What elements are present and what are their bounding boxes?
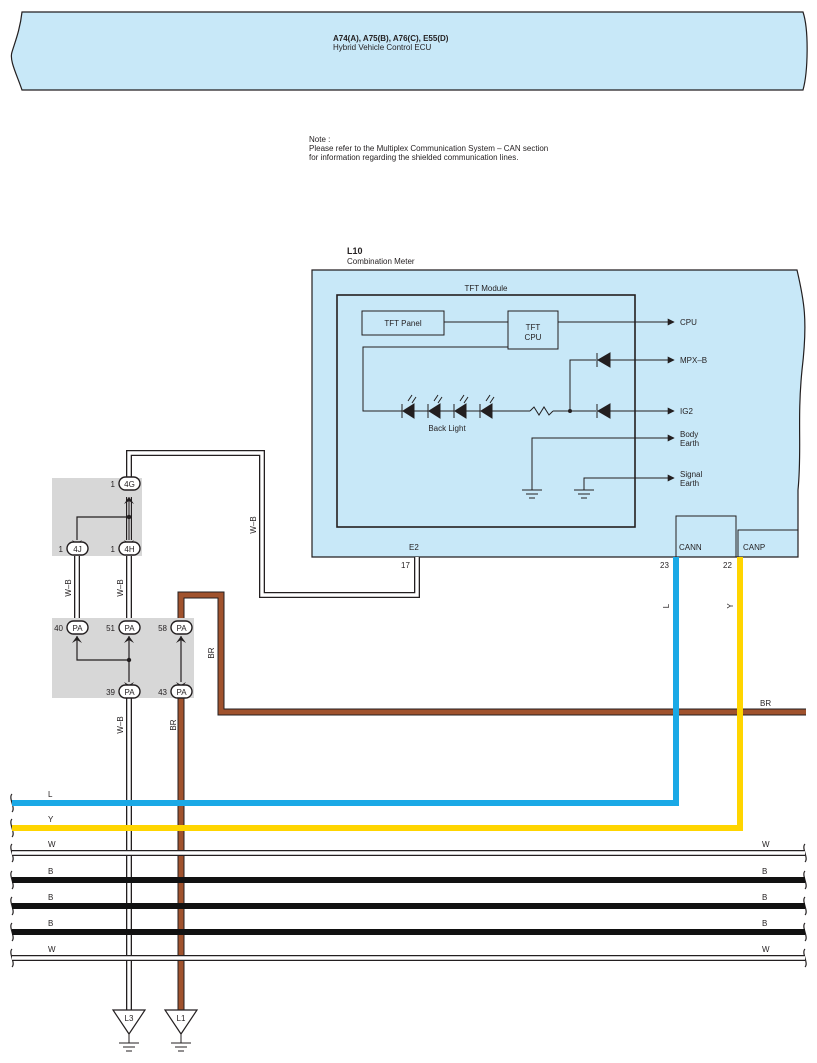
bus-left-label: B: [48, 867, 53, 876]
connector-4j: [66, 541, 89, 556]
bus-right-label: W: [762, 840, 770, 849]
ecu-codes: A74(A), A75(B), A76(C), E55(D): [333, 34, 449, 43]
connector-pa-51-id: PA: [124, 624, 135, 633]
connector-4j-id: 4J: [73, 545, 81, 554]
e2-pin: 17: [401, 561, 410, 570]
connector-4h: [118, 541, 141, 556]
wire-label-br-right: BR: [760, 699, 771, 708]
tft-cpu-box: [507, 310, 559, 350]
cann-terminal-label: CANN: [679, 543, 702, 552]
note-line-2: for information regarding the shielded c…: [309, 153, 518, 162]
led-icon: [401, 394, 495, 419]
bus-right-label: B: [762, 867, 767, 876]
backlight-label: Back Light: [428, 424, 466, 433]
tft-panel-label: TFT Panel: [384, 319, 421, 328]
out-signal-label-1: Signal: [680, 470, 702, 479]
connector-pa-43-id: PA: [176, 688, 187, 697]
meter-name: Combination Meter: [347, 257, 415, 266]
ground-l3-label: L3: [125, 1014, 134, 1023]
e2-terminal-label: E2: [409, 543, 419, 552]
connector-pa-39-pin: 39: [106, 688, 115, 697]
meter-code: L10: [347, 246, 363, 256]
combination-meter: L10 Combination Meter TFT Module TFT Pan…: [311, 246, 806, 558]
canp-terminal-box: [737, 529, 799, 558]
ecu-box: [10, 11, 808, 91]
out-mpxb-label: MPX–B: [680, 356, 707, 365]
wire-label-wb-meter: W–B: [249, 516, 258, 533]
connector-pa-39: [118, 684, 141, 699]
cann-terminal-box: [675, 515, 737, 558]
wire-label-wb-left: W–B: [64, 579, 73, 596]
out-cpu-label: CPU: [680, 318, 697, 327]
connector-pa-39-id: PA: [124, 688, 135, 697]
connector-4g-pin: 1: [111, 480, 116, 489]
bus-left-label: W: [48, 945, 56, 954]
bus-left-label: W: [48, 840, 56, 849]
ecu-component: A74(A), A75(B), A76(C), E55(D) Hybrid Ve…: [10, 11, 808, 91]
diode-icon: [596, 352, 611, 419]
tft-cpu-label-2: CPU: [525, 333, 542, 342]
ground-icon: [522, 489, 594, 499]
connector-pa-43-pin: 43: [158, 688, 167, 697]
connector-pa-40-id: PA: [72, 624, 83, 633]
wire-label-wb-mid: W–B: [116, 579, 125, 596]
tft-module-title: TFT Module: [465, 284, 509, 293]
ground-terminal-l1: L1: [163, 1009, 199, 1052]
connector-4j-pin: 1: [59, 545, 64, 554]
connector-pa-40: [66, 620, 89, 635]
connector-pa-43: [170, 684, 193, 699]
wire-label-l-cann: L: [662, 603, 671, 608]
out-body-label-1: Body: [680, 430, 698, 439]
connector-4h-id: 4H: [124, 545, 134, 554]
can-wires: [12, 557, 743, 831]
ground-icon: [119, 1034, 139, 1052]
bus-right-label: W: [762, 945, 770, 954]
ecu-name: Hybrid Vehicle Control ECU: [333, 43, 431, 52]
connector-pa-58-pin: 58: [158, 624, 167, 633]
tft-cpu-label-1: TFT: [526, 323, 541, 332]
connector-4g: [118, 476, 141, 491]
connector-pa-58: [170, 620, 193, 635]
out-signal-label-2: Earth: [680, 479, 699, 488]
bus-left-label: Y: [48, 815, 54, 824]
connectors: 4G 1 4J 1 4H 1 PA 40 PA 51 PA 58 PA 39 P…: [54, 476, 193, 699]
out-body-label-2: Earth: [680, 439, 699, 448]
bus-left-label: L: [48, 790, 53, 799]
connector-pa-58-id: PA: [176, 624, 187, 633]
canp-pin: 22: [723, 561, 732, 570]
note-block: Note : Please refer to the Multiplex Com…: [309, 135, 548, 162]
ground-terminal-l3: L3: [111, 1009, 147, 1052]
bus-left-label: B: [48, 919, 53, 928]
tft-panel-box: [361, 310, 445, 336]
ground-l1-label: L1: [177, 1014, 186, 1023]
connector-pa-40-pin: 40: [54, 624, 63, 633]
connector-pa-51: [118, 620, 141, 635]
out-ig2-label: IG2: [680, 407, 693, 416]
cann-pin: 23: [660, 561, 669, 570]
connector-4g-id: 4G: [124, 480, 135, 489]
note-title: Note :: [309, 135, 330, 144]
note-line-1: Please refer to the Multiplex Communicat…: [309, 144, 548, 153]
canp-terminal-label: CANP: [743, 543, 765, 552]
wire-label-wb-down: W–B: [116, 716, 125, 733]
bus-right-label: B: [762, 893, 767, 902]
connector-4h-pin: 1: [111, 545, 116, 554]
wire-label-br-junction: BR: [207, 647, 216, 658]
bus-left-label: B: [48, 893, 53, 902]
connector-pa-51-pin: 51: [106, 624, 115, 633]
ground-icon: [171, 1034, 191, 1052]
bus-right-label: B: [762, 919, 767, 928]
wire-label-br-down: BR: [169, 719, 178, 730]
wire-label-y-canp: Y: [726, 603, 735, 609]
